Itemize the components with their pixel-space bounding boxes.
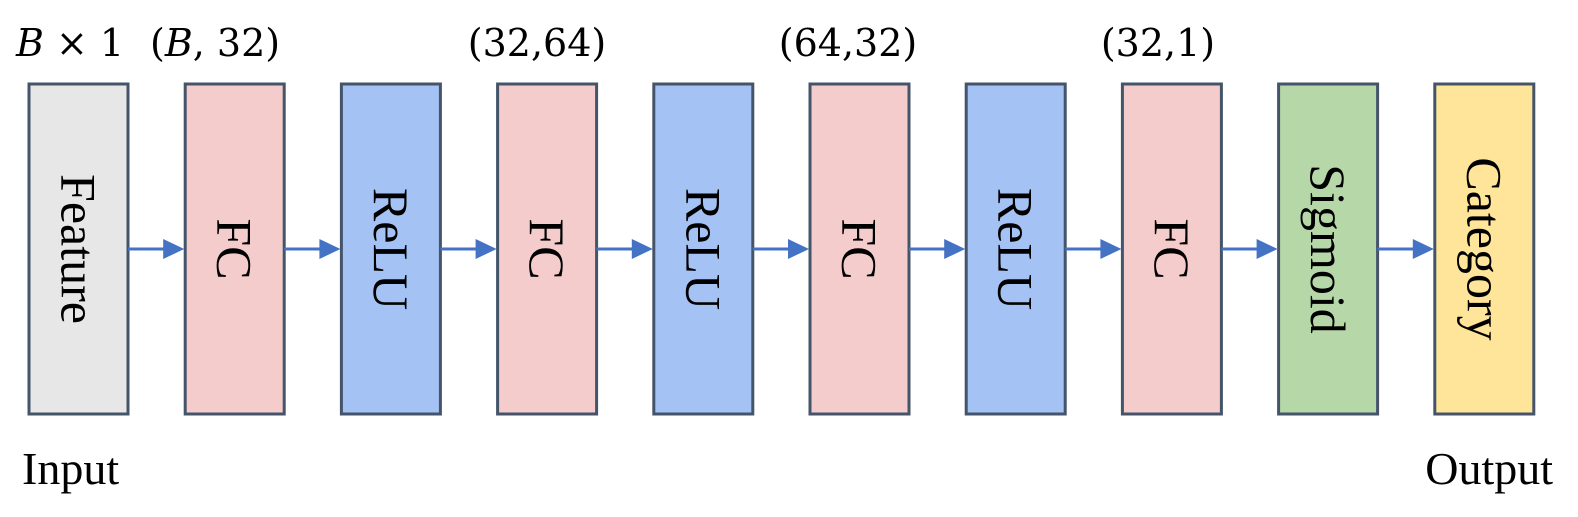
block-fc-2-box	[496, 82, 599, 416]
block-relu-1-label: ReLU	[363, 188, 419, 310]
block-feature: Feature	[27, 82, 130, 416]
block-fc-3: FC	[808, 82, 911, 416]
block-fc-2-label: FC	[519, 218, 575, 279]
arrow-fc-4-to-sigmoid	[1221, 239, 1278, 259]
arrow-relu-2-to-fc-3	[752, 239, 809, 259]
block-fc-4: FC	[1120, 82, 1223, 416]
block-sigmoid: Sigmoid	[1277, 82, 1380, 416]
layer-blocks: Feature FC ReLU FC ReLU FC ReLU FC Sigmoid Catego…	[27, 82, 1536, 416]
input-dimension-label: B × 1	[15, 21, 124, 65]
arrow-sigmoid-to-category	[1377, 239, 1434, 259]
fc4-dimension-label: (32,1)	[1101, 21, 1215, 65]
arrow-relu-1-to-fc-2	[440, 239, 497, 259]
arrow-feature-to-fc-1	[128, 239, 185, 259]
block-feature-box	[27, 82, 130, 416]
arrow-fc-2-to-relu-2	[596, 239, 653, 259]
fc2-dimension-label: (32,64)	[468, 21, 606, 65]
arrow-relu-3-to-fc-4	[1065, 239, 1122, 259]
fc3-dimension-label: (64,32)	[779, 21, 917, 65]
block-fc-4-box	[1120, 82, 1223, 416]
block-relu-2-box	[652, 82, 755, 416]
block-fc-2: FC	[496, 82, 599, 416]
block-relu-2: ReLU	[652, 82, 755, 416]
block-fc-1: FC	[183, 82, 286, 416]
block-relu-2-label: ReLU	[675, 188, 731, 310]
block-relu-3: ReLU	[964, 82, 1067, 416]
fc1-dimension-label: (B, 32)	[150, 21, 280, 65]
block-relu-1: ReLU	[339, 82, 442, 416]
block-sigmoid-box	[1277, 82, 1380, 416]
block-fc-1-label: FC	[207, 218, 263, 279]
block-relu-3-label: ReLU	[988, 188, 1044, 310]
block-feature-label: Feature	[51, 174, 107, 324]
arrow-fc-3-to-relu-3	[909, 239, 966, 259]
output-label: Output	[1425, 443, 1553, 494]
block-fc-3-box	[808, 82, 911, 416]
block-fc-3-label: FC	[832, 218, 888, 279]
block-category-label: Category	[1456, 157, 1512, 340]
block-category: Category	[1433, 82, 1536, 416]
flow-arrows	[128, 239, 1434, 259]
block-sigmoid-label: Sigmoid	[1300, 164, 1356, 333]
block-fc-4-label: FC	[1144, 218, 1200, 279]
block-fc-1-box	[183, 82, 286, 416]
block-category-box	[1433, 82, 1536, 416]
input-label: Input	[22, 443, 119, 494]
arrow-fc-1-to-relu-1	[284, 239, 341, 259]
